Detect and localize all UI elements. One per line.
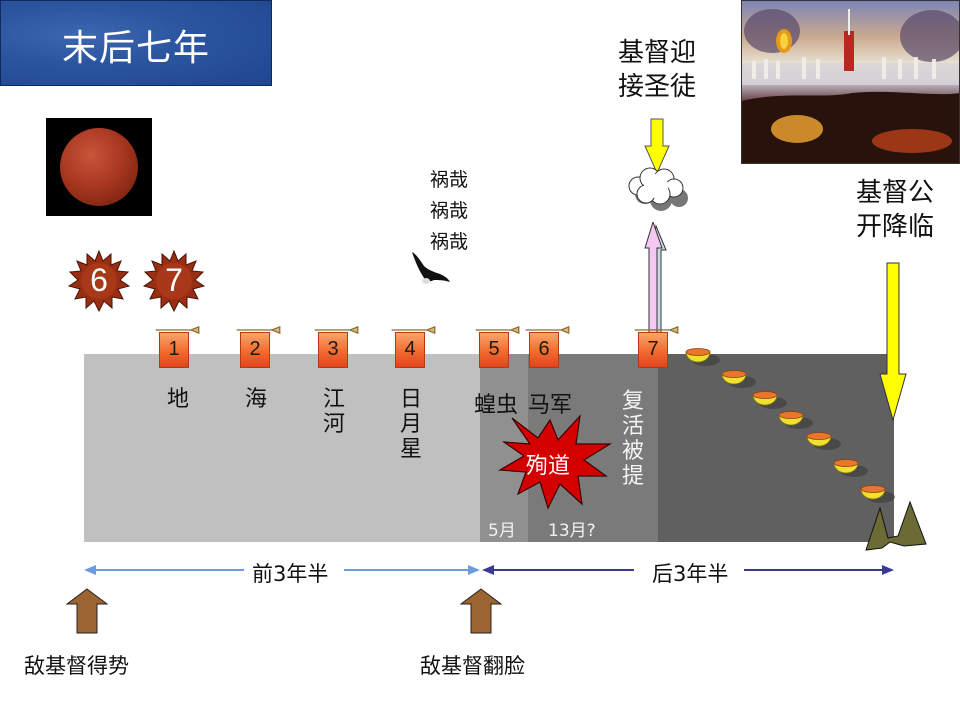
woe-line-3: 祸哉 [430,231,469,253]
trumpet-3: 3 [309,322,365,372]
trumpet-banner: 6 [529,332,559,368]
first-half-label: 前3年半 [252,562,329,586]
bowl-icon [778,411,814,430]
trumpet-banner: 7 [638,332,668,368]
up-arrow-brown-icon [460,588,502,634]
trumpet-7-label: 复活被提 [621,389,644,489]
title-banner: 末后七年 [0,0,272,86]
trumpet-5-label: 蝗虫 [474,393,519,418]
martyrdom-burst: 殉道 [498,414,614,510]
bowl-icon [752,391,788,410]
explosion-icon [498,414,613,510]
trumpet-6-label: 马军 [528,393,573,418]
blood-moon-image [46,118,152,216]
sixth-trumpet-months: 13月? [548,521,596,541]
second-half-label: 后3年半 [652,562,729,586]
trumpet-6: 6 [520,322,576,372]
bowl-icon [685,348,721,367]
cloud-icon [628,167,688,211]
second-coming-down-arrow-icon [879,262,907,422]
second-coming-caption: 基督公 开降临 [855,178,934,242]
trumpet-1-label: 地 [166,387,189,412]
trumpet-horn-icon [314,326,359,334]
period-arrows [84,565,894,575]
antichrist-rises-label: 敌基督得势 [24,654,129,678]
seal-7: 7 [143,250,205,312]
moon-icon [60,128,138,206]
bowls-of-wrath [685,348,896,504]
second-coming-image [741,0,960,164]
trumpet-banner: 2 [240,332,270,368]
trumpet-2: 2 [231,322,287,372]
rapture-caption: 基督迎 接圣徒 [617,38,696,102]
trumpet-horn-icon [525,326,570,334]
trumpet-horn-icon [475,326,520,334]
trumpet-horn-icon [236,326,281,334]
timeline-bowls-period [658,354,894,542]
trumpet-banner: 1 [159,332,189,368]
trumpet-banner: 5 [479,332,509,368]
trumpet-horn-icon [634,326,679,334]
bowl-icon [721,370,757,389]
trumpet-4-label: 日月星 [399,387,422,462]
trumpet-7: 7 [629,322,685,372]
trumpet-1: 1 [150,322,206,372]
up-arrow-brown-icon [66,588,108,634]
trumpet-horn-icon [391,326,436,334]
eagle-icon [412,252,450,284]
woe-line-2: 祸哉 [430,200,469,222]
page-title: 末后七年 [61,28,210,69]
mountains-icon [865,500,927,551]
martyrdom-label: 殉道 [526,454,571,479]
trumpet-banner: 4 [395,332,425,368]
bowl-icon [833,459,869,478]
trumpet-2-label: 海 [244,387,267,412]
antichrist-turns-label: 敌基督翻脸 [420,654,525,678]
starburst-icon [68,250,130,312]
trumpet-banner: 3 [318,332,348,368]
seal-6: 6 [68,250,130,312]
trumpet-5: 5 [470,322,526,372]
heavenly-army-illustration [742,9,959,163]
fifth-trumpet-months: 5月 [488,521,516,541]
timeline-first-half [84,354,480,542]
starburst-icon [143,250,205,312]
trumpet-4: 4 [386,322,442,372]
bowl-icon [806,432,842,451]
trumpet-horn-icon [155,326,200,334]
down-arrow-yellow-icon [644,118,670,174]
woe-line-1: 祸哉 [430,169,469,191]
trumpet-3-label: 江河 [322,387,345,437]
